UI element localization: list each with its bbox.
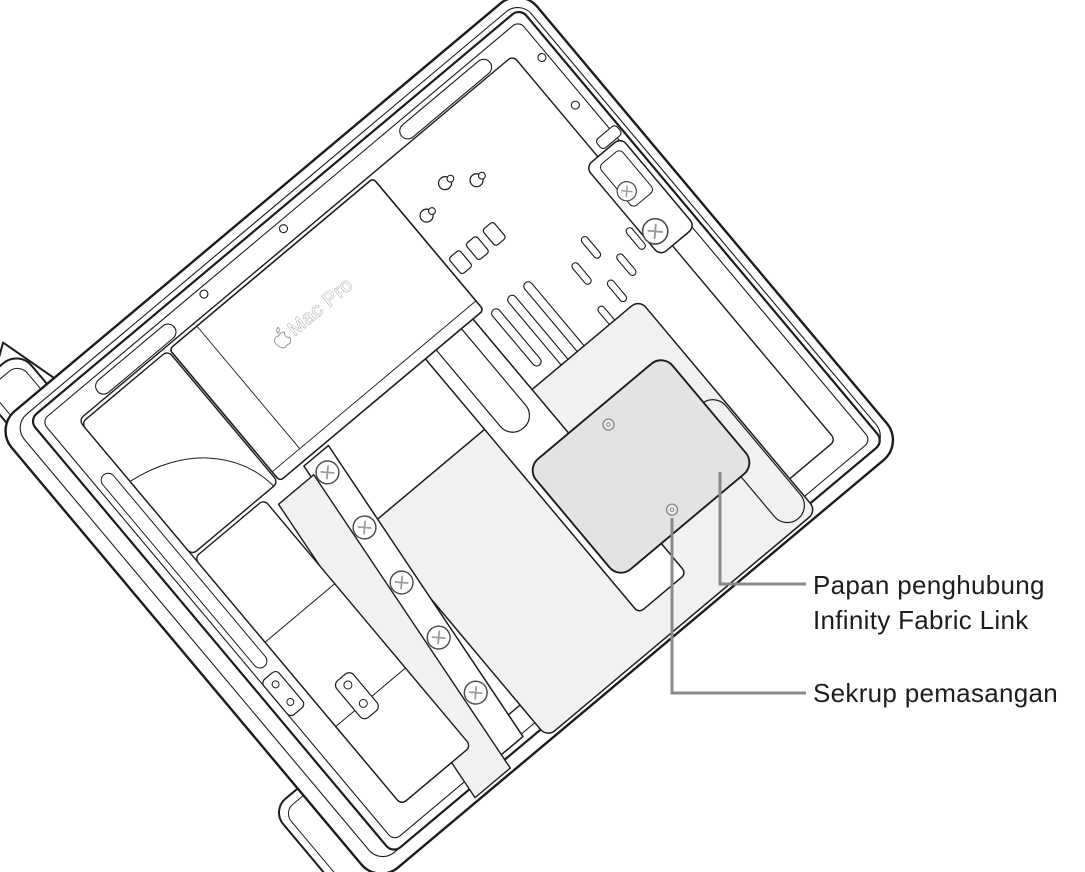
fan-band [196, 501, 470, 803]
blower-panel [82, 352, 277, 554]
pcie-latch-hinge [596, 125, 622, 150]
callout-line-board [718, 472, 806, 586]
power-supply-seam [196, 325, 301, 450]
fan-bracket-pins [343, 680, 368, 708]
rim-rivets [199, 52, 580, 299]
infinity-fabric-link-board [531, 359, 751, 574]
frame-vent-slot-b [95, 323, 177, 395]
rim-bracket-pins [271, 680, 295, 706]
blower-curve [129, 457, 275, 487]
callout-board-label-line2: Infinity Fabric Link [813, 605, 1029, 635]
callout-screw-label: Sekrup pemasangan [813, 678, 1058, 708]
frame-vent-slot-a [399, 58, 493, 140]
pcie-latch-bracket-inner [599, 150, 654, 207]
power-supply-panel [170, 179, 483, 481]
power-supply-edge-line [271, 300, 477, 473]
apple-logo-icon [274, 326, 292, 349]
mac-pro-chassis: Mac Pro [0, 0, 895, 872]
callout-line-screw [670, 518, 806, 695]
frame-strip-bottom [100, 472, 268, 669]
mpx-module-lower-panel [277, 474, 511, 799]
callout-board-label-line1: Papan penghubung [813, 570, 1045, 600]
